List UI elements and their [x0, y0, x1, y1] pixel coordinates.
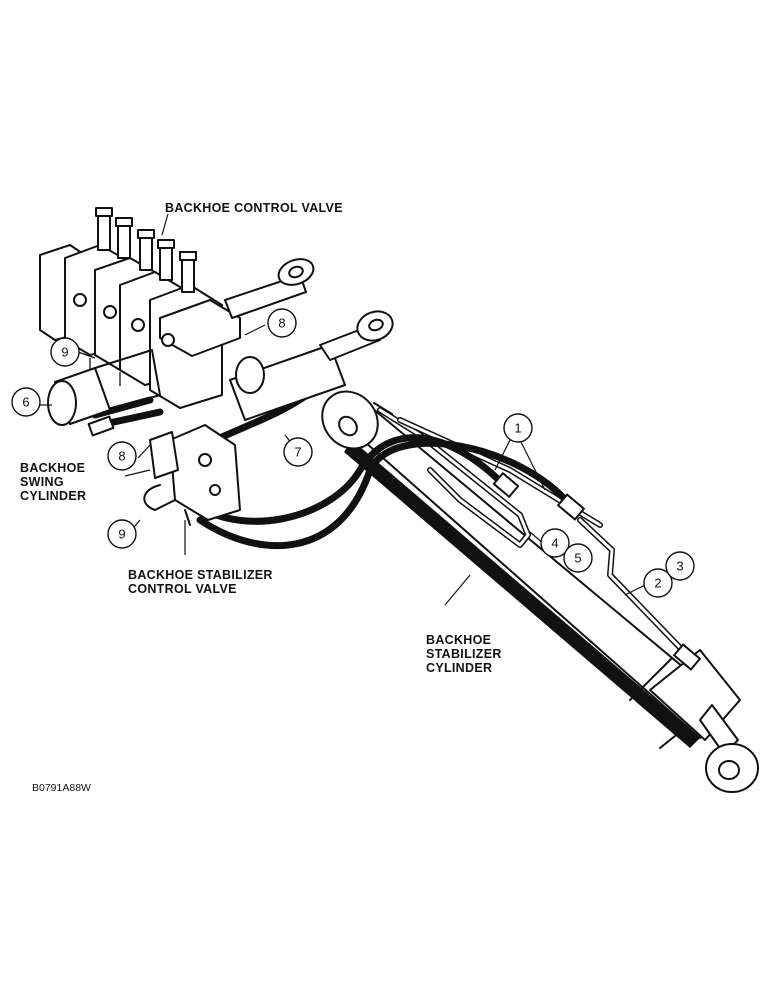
- callout-1: 1: [503, 413, 533, 443]
- callout-8a: 8: [267, 308, 297, 338]
- stabilizer-control-valve: [143, 424, 241, 526]
- svg-text:3: 3: [676, 559, 683, 574]
- callout-4: 4: [540, 528, 570, 558]
- callout-8b: 8: [107, 441, 137, 471]
- svg-text:6: 6: [22, 395, 29, 410]
- svg-text:4: 4: [551, 536, 558, 551]
- label-stabilizer-cylinder-line2: STABILIZER: [426, 647, 502, 661]
- svg-text:8: 8: [278, 316, 285, 331]
- component-labels: BACKHOE CONTROL VALVE BACKHOE SWING CYLI…: [20, 201, 502, 794]
- label-stabilizer-control-valve-line1: BACKHOE STABILIZER: [128, 568, 273, 582]
- callout-7: 7: [283, 437, 313, 467]
- callout-3: 3: [665, 551, 695, 581]
- callout-5: 5: [563, 543, 593, 573]
- svg-text:2: 2: [654, 576, 661, 591]
- callout-2: 2: [643, 568, 673, 598]
- svg-text:7: 7: [294, 445, 301, 460]
- label-stabilizer-cylinder-line1: BACKHOE: [426, 633, 491, 647]
- callouts: 1 2 3 4 5 6 7 8: [11, 308, 695, 598]
- callout-9a: 9: [50, 337, 80, 367]
- svg-text:5: 5: [574, 551, 581, 566]
- label-swing-cylinder-line2: SWING: [20, 475, 64, 489]
- stabilizer-cylinder: [321, 390, 759, 793]
- label-swing-cylinder-line1: BACKHOE: [20, 461, 85, 475]
- svg-text:9: 9: [118, 527, 125, 542]
- label-backhoe-control-valve: BACKHOE CONTROL VALVE: [165, 201, 343, 215]
- label-swing-cylinder-line3: CYLINDER: [20, 489, 86, 503]
- label-stabilizer-control-valve-line2: CONTROL VALVE: [128, 582, 237, 596]
- figure-code: B0791A88W: [32, 782, 91, 794]
- label-stabilizer-cylinder-line3: CYLINDER: [426, 661, 492, 675]
- svg-text:1: 1: [514, 421, 521, 436]
- callout-6: 6: [11, 387, 41, 417]
- hydraulic-hoses: [87, 368, 585, 549]
- stabilizer-rigid-tubes: [377, 407, 701, 671]
- svg-text:8: 8: [118, 449, 125, 464]
- backhoe-swing-cylinder: [47, 349, 161, 426]
- swing-cylinders: [224, 258, 394, 421]
- svg-text:9: 9: [61, 345, 68, 360]
- backhoe-control-valve: [39, 207, 241, 409]
- callout-9b: 9: [107, 519, 137, 549]
